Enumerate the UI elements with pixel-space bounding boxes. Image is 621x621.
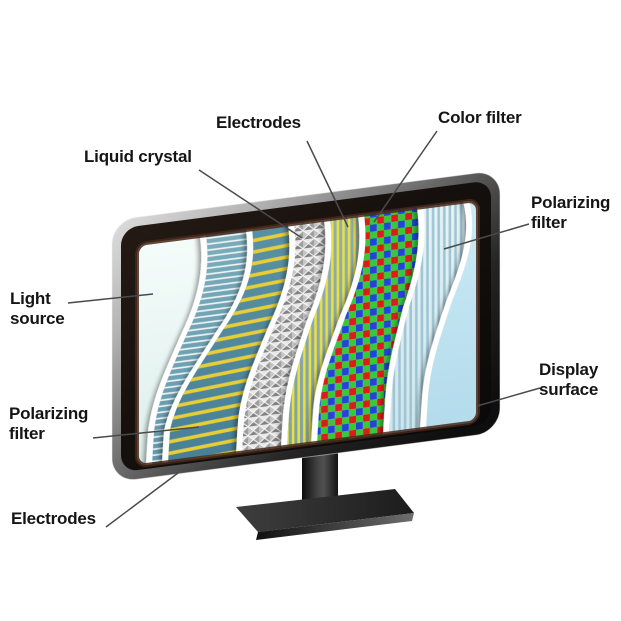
- leader-line-display-surface: [476, 387, 541, 407]
- label-polarizing-filter-right: Polarizing filter: [531, 193, 611, 233]
- leader-line-electrodes-top: [306, 140, 349, 228]
- bezel-inner-rim: [135, 199, 480, 467]
- leader-lines: [67, 130, 541, 528]
- leader-line-polarizing-left: [92, 426, 200, 439]
- leader-line-light-source: [67, 293, 154, 304]
- label-light-source: Light source: [10, 289, 65, 329]
- leader-line-polarizing-right: [443, 223, 530, 250]
- label-liquid-crystal: Liquid crystal: [84, 147, 192, 166]
- stand-base-edge: [256, 513, 414, 540]
- leader-line-liquid-crystal: [198, 169, 303, 239]
- label-color-filter: Color filter: [438, 108, 522, 127]
- screen-layers: [137, 199, 478, 467]
- label-display-surface: Display surface: [539, 360, 599, 400]
- label-polarizing-filter-left: Polarizing filter: [9, 404, 89, 444]
- label-electrodes-top: Electrodes: [216, 113, 301, 132]
- leader-line-color-filter: [373, 130, 438, 223]
- monitor-stand: [236, 448, 414, 540]
- label-electrodes-bottom: Electrodes: [11, 509, 96, 528]
- monitor-body: [111, 172, 501, 481]
- leader-line-electrodes-bottom: [105, 472, 179, 528]
- stand-base-top: [236, 489, 414, 532]
- layer-display-surface: [420, 199, 478, 441]
